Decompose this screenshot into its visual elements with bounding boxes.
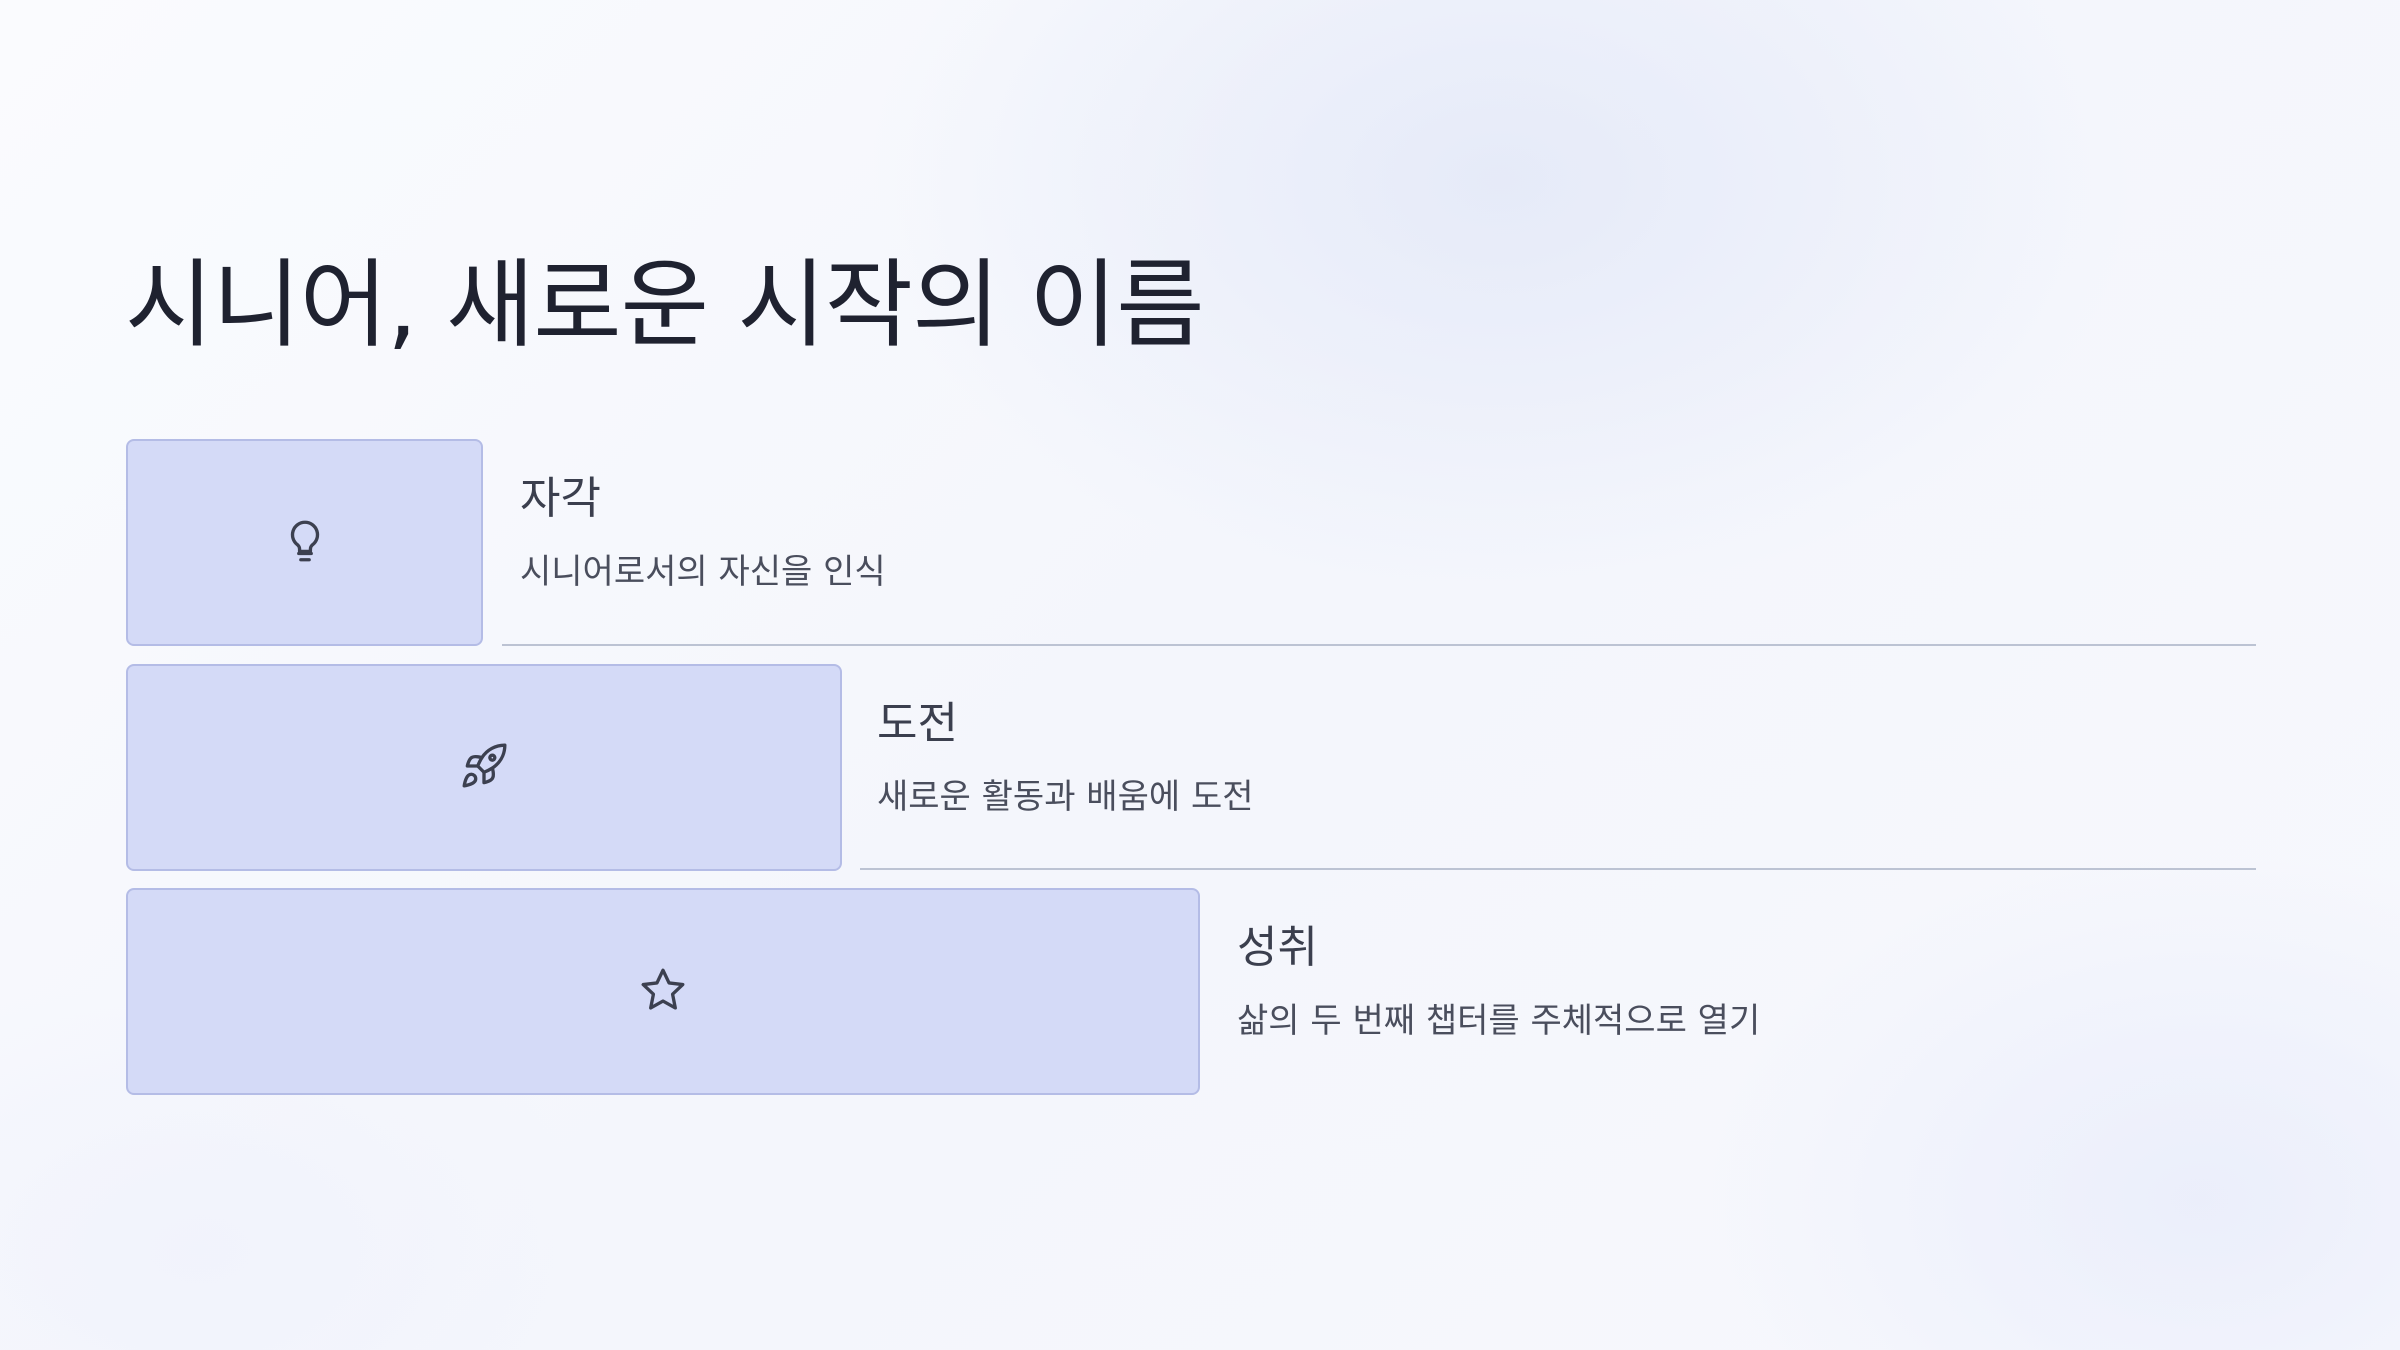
step-box-challenge <box>126 664 842 871</box>
step-divider <box>502 644 2256 646</box>
step-box-achievement <box>126 888 1200 1095</box>
rocket-icon <box>459 741 509 795</box>
star-icon <box>638 965 688 1019</box>
step-box-awareness <box>126 439 483 646</box>
step-heading-awareness: 자각 <box>520 473 601 524</box>
lightbulb-icon <box>280 516 330 570</box>
step-heading-achievement: 성취 <box>1237 922 1318 973</box>
step-heading-challenge: 도전 <box>877 698 958 749</box>
step-divider <box>860 868 2256 870</box>
step-description-achievement: 삶의 두 번째 챕터를 주체적으로 열기 <box>1237 1001 1761 1041</box>
slide-title: 시니어, 새로운 시작의 이름 <box>125 249 1205 361</box>
step-description-awareness: 시니어로서의 자신을 인식 <box>520 552 886 592</box>
step-description-challenge: 새로운 활동과 배움에 도전 <box>877 777 1254 817</box>
